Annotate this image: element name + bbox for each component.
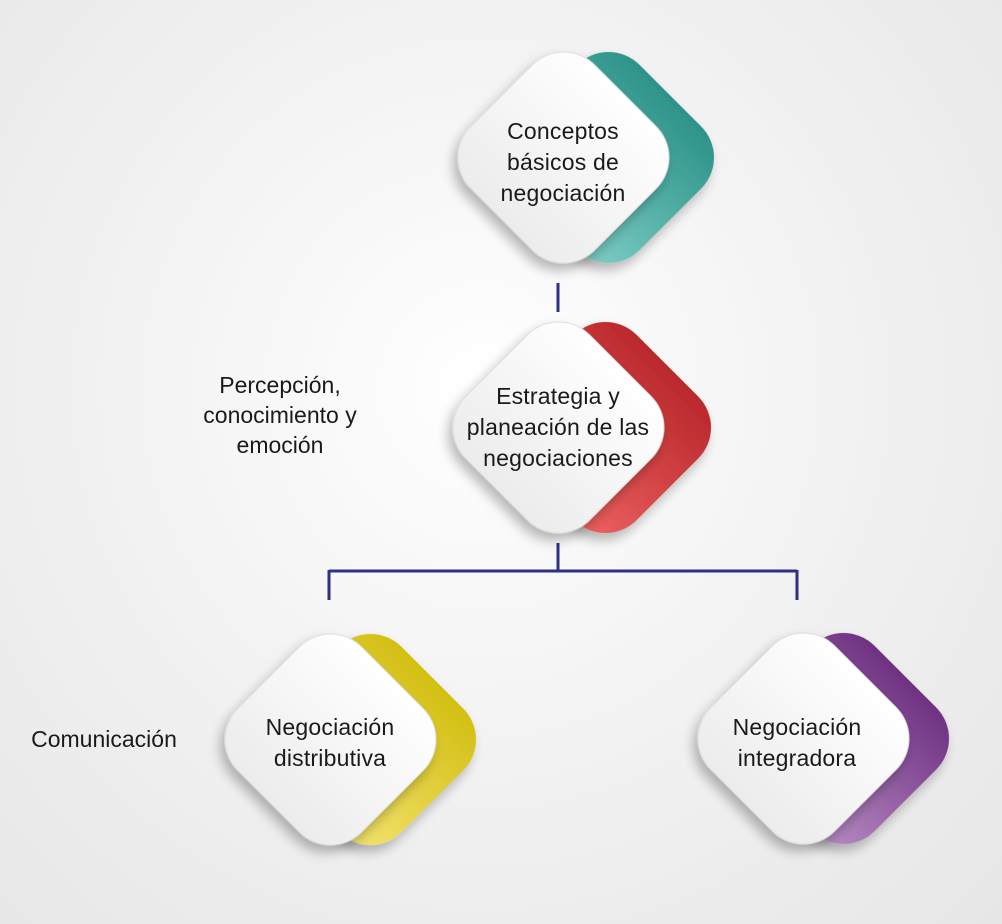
node-integradora	[697, 632, 950, 845]
node-conceptos	[457, 51, 715, 264]
node-label-line: distributiva	[273, 745, 387, 771]
node-distributiva	[224, 633, 477, 846]
node-label-line: Conceptos	[507, 117, 619, 144]
node-label-line: negociación	[500, 179, 626, 206]
node-label-integradora: Negociación integradora	[697, 710, 897, 776]
node-label-line: Negociación	[265, 714, 395, 740]
node-label-line: negociaciones	[483, 444, 633, 471]
node-estrategia	[452, 321, 712, 534]
node-label-estrategia: Estrategia y planeación de las negociaci…	[448, 377, 668, 477]
node-label-line: básicos de	[507, 148, 619, 175]
node-diamond-white	[224, 633, 437, 846]
node-label-distributiva: Negociación distributiva	[230, 710, 430, 776]
side-label-line: Percepción,	[219, 372, 341, 398]
node-label-line: Negociación	[732, 714, 862, 740]
side-label-perception: Percepción, conocimiento y emoción	[180, 370, 380, 460]
node-label-conceptos: Conceptos básicos de negociación	[463, 112, 663, 212]
node-label-line: integradora	[737, 745, 857, 771]
node-diamond-white	[457, 51, 670, 264]
side-label-communication: Comunicación	[14, 724, 194, 754]
side-label-line: Comunicación	[31, 726, 177, 752]
node-label-line: planeación de las	[466, 413, 650, 440]
connector-lines	[327, 283, 799, 600]
side-label-line: emoción	[236, 432, 324, 458]
side-label-line: conocimiento y	[203, 402, 357, 428]
node-diamond-white	[697, 632, 910, 845]
node-diamond-white	[452, 321, 665, 534]
node-label-line: Estrategia y	[496, 382, 620, 409]
